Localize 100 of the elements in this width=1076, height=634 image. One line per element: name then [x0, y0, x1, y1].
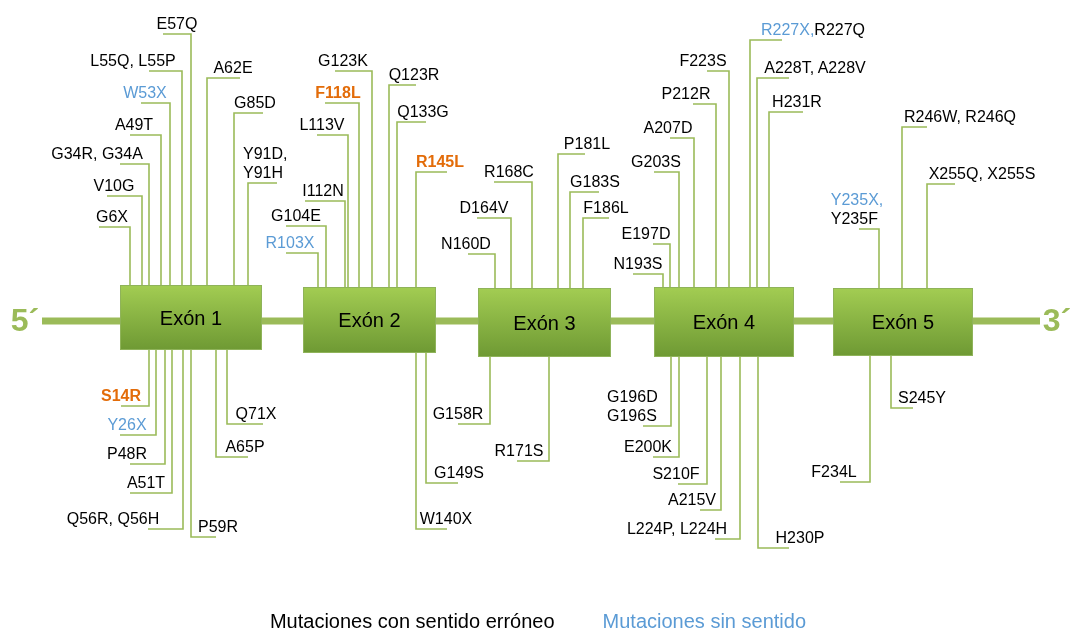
mutation-label: S245Y — [898, 388, 946, 406]
mutation-label: N193S — [613, 254, 663, 272]
mutation-label: G196D G196S — [607, 387, 658, 424]
mutation-label: N160D — [441, 234, 491, 252]
mutation-label: A215V — [668, 490, 716, 508]
mutation-label: G183S — [570, 172, 620, 190]
mutation-label: A65P — [225, 437, 265, 455]
leader-line — [129, 134, 162, 286]
exon-box: Exón 2 — [303, 287, 436, 353]
leader-line — [699, 356, 722, 511]
leader-line — [147, 349, 184, 530]
mutation-label: F118L — [315, 83, 361, 101]
mutation-label: R171S — [494, 441, 544, 459]
mutation-label: Y26X — [107, 415, 147, 433]
leader-line — [233, 112, 264, 286]
mutation-label: L224P, L224H — [626, 519, 728, 537]
mutation-label: F186L — [583, 198, 629, 216]
leader-line — [677, 356, 708, 485]
legend-text: Mutaciones sin sentido — [602, 609, 807, 634]
leader-line — [706, 70, 730, 288]
leader-line — [119, 163, 150, 286]
leader-line — [467, 253, 496, 289]
leader-line — [388, 84, 417, 288]
leader-line — [653, 171, 680, 288]
mutation-label: A62E — [213, 58, 253, 76]
leader-line — [642, 356, 672, 427]
mutation-label: R227X, — [760, 20, 815, 38]
mutation-label: S210F — [652, 464, 700, 482]
leader-line — [714, 356, 741, 540]
gene-backbone-line — [794, 317, 833, 325]
mutation-label: G104E — [271, 206, 321, 224]
mutation-label: S14R — [101, 386, 141, 404]
mutation-label: R145L — [416, 152, 464, 170]
gene-backbone-line — [262, 317, 303, 325]
mutation-label: Q133G — [397, 102, 449, 120]
leader-line — [890, 355, 914, 409]
leader-line — [226, 349, 264, 425]
legend-text: Mutaciones con sentido erróneo — [269, 609, 555, 634]
leader-line — [148, 70, 183, 286]
mutation-label: D164V — [459, 198, 509, 216]
strand-end-label: 3´ — [1040, 298, 1074, 342]
strand-end-label: 5´ — [8, 298, 42, 342]
mutation-label: G123K — [318, 51, 368, 69]
mutation-label: G149S — [434, 463, 484, 481]
mutation-label: E57Q — [156, 14, 198, 32]
mutation-label: P59R — [198, 517, 238, 535]
mutation-label: R246W, R246Q — [903, 107, 1017, 125]
leader-line — [162, 33, 192, 286]
mutation-label: G34R, G34A — [51, 144, 143, 162]
leader-line — [190, 349, 217, 538]
mutation-label: Q56R, Q56H — [66, 509, 160, 527]
exon-box: Exón 3 — [478, 288, 611, 357]
mutation-label: H230P — [775, 528, 825, 546]
leader-line — [493, 181, 533, 289]
mutation-label: Q123R — [388, 65, 440, 83]
mutation-label: F223S — [679, 51, 727, 69]
leader-line — [334, 70, 373, 288]
leader-line — [324, 102, 360, 288]
leader-line — [396, 121, 427, 288]
mutation-label: Y235F — [830, 208, 879, 228]
mutation-label: W53X — [123, 83, 167, 101]
mutation-label: L113V — [299, 115, 345, 133]
exon-box: Exón 5 — [833, 288, 973, 356]
leader-line — [757, 356, 790, 549]
leader-line — [756, 77, 790, 288]
leader-line — [119, 349, 157, 436]
leader-line — [692, 103, 717, 288]
leader-line — [206, 77, 241, 286]
leader-line — [557, 153, 586, 289]
mutation-label: G6X — [96, 207, 128, 225]
leader-line — [415, 171, 448, 288]
leader-line — [768, 111, 804, 288]
mutation-label: A49T — [114, 115, 154, 133]
exon-box: Exón 1 — [120, 285, 262, 350]
mutation-label: G203S — [631, 152, 681, 170]
mutation-label: P212R — [661, 84, 711, 102]
leader-line — [901, 126, 928, 289]
leader-line — [582, 217, 610, 289]
leader-line — [652, 356, 680, 458]
leader-line — [569, 191, 600, 289]
leader-line — [652, 243, 671, 288]
gene-backbone-line — [436, 317, 478, 325]
mutation-label: H231R — [772, 92, 822, 110]
mutation-label: G158R — [432, 404, 484, 422]
mutation-label: A228T, A228V — [764, 58, 866, 76]
mutation-label: F234L — [811, 462, 857, 480]
gene-backbone-line — [611, 317, 654, 325]
leader-line — [129, 349, 166, 465]
mutation-label: I112N — [302, 181, 344, 199]
leader-line — [120, 349, 150, 407]
leader-line — [304, 200, 346, 288]
leader-line — [516, 356, 550, 462]
leader-line — [457, 356, 491, 425]
leader-line — [858, 228, 880, 289]
mutation-label: L55Q, L55P — [90, 51, 176, 69]
leader-line — [316, 134, 349, 288]
mutation-label: Y235X, — [830, 189, 884, 209]
mutation-label: V10G — [93, 176, 135, 194]
leader-line — [425, 352, 459, 484]
leader-line — [839, 355, 871, 483]
